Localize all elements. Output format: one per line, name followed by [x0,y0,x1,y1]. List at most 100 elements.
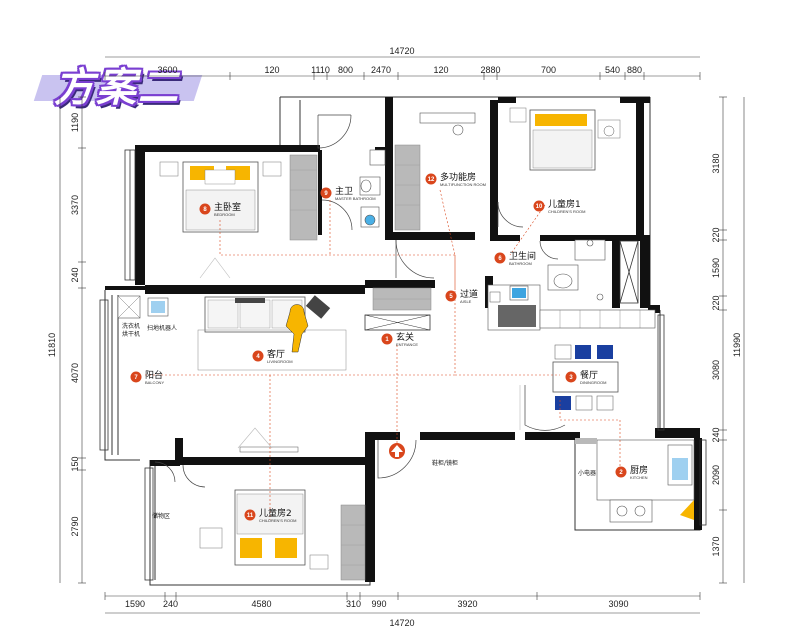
room-name: 阳台 [145,369,163,381]
top-segment-dimension: 3600 [157,65,177,75]
plan-title: 方案二 [54,65,180,111]
washer-label: 洗衣机 [122,322,140,330]
room-number: 10 [536,204,543,210]
room-name-english: MULTIFUNCTION ROOM [440,182,486,187]
right-segment-dimension: 1370 [711,536,721,556]
room-number-marker [615,466,627,478]
left-dimensions [59,96,86,584]
appliance-label: 小电器 [578,469,596,477]
room-number: 1 [385,337,389,343]
room-name-english: KITCHEN [630,475,648,480]
right-segment-dimension: 220 [711,227,721,242]
room-number: 3 [569,375,573,381]
room-name: 儿童房2 [259,507,292,519]
bottom-segment-dimension: 1590 [125,599,145,609]
room-name: 主卫 [335,185,353,197]
right-dimensions [719,96,745,584]
left-segment-dimension: 2790 [70,516,80,536]
room-number-marker [244,509,256,521]
balcony-appliances [117,295,169,319]
room-name-english: CHILDREN'S ROOM [259,518,296,523]
dining-set [552,344,619,411]
view-markers [199,257,521,449]
room-name-english: AISLE [460,299,472,304]
left-segment-dimension: 240 [70,267,80,282]
room-name-english: DININGROOM [580,380,606,385]
room-number-marker [445,290,457,302]
bottom-segment-dimension: 4580 [251,599,271,609]
room-name-english: MASTER BATHROOM [335,196,376,201]
room-name-english: LIVINGROOM [267,359,293,364]
right-segment-dimension: 3080 [711,360,721,380]
right-segment-dimension: 240 [711,427,721,442]
bottom-dimensions [104,592,701,614]
room-name: 过道 [460,288,478,300]
top-segment-dimension: 2880 [480,65,500,75]
top-dimensions [104,56,701,80]
nightstand [262,161,282,177]
living-room-furniture [197,295,347,453]
room-number-marker [381,333,393,345]
top-total-dimension: 14720 [389,46,414,56]
room-name: 多功能房 [440,171,476,183]
left-segment-dimension: 3370 [70,195,80,215]
right-total-dimension: 11990 [732,333,742,357]
dryer-label: 烘干机 [122,330,140,338]
bottom-total-dimension: 14720 [389,618,414,628]
room-number-marker [199,203,211,215]
top-segment-dimension: 120 [433,65,448,75]
multifunction-fixtures [419,112,476,136]
left-segment-dimension: 150 [70,456,80,471]
bathroom-fixtures [547,239,606,301]
entrance-arrow [389,443,405,459]
top-segment-dimension: 1110 [311,65,330,75]
doors [154,114,566,488]
room-number-marker [494,252,506,264]
room-name: 餐厅 [580,369,598,381]
room-name: 厨房 [630,464,648,476]
top-segment-dimension: 2470 [371,65,391,75]
room-name: 主卧室 [214,201,241,213]
left-total-dimension: 11810 [47,333,57,357]
room-name-english: CHILDREN'S ROOM [548,209,585,214]
kitchen-fixtures [575,438,695,523]
room-number: 9 [324,191,328,197]
room-number: 12 [428,177,435,183]
room-number: 7 [134,375,138,381]
right-segment-dimension: 1590 [711,258,721,278]
nightstand [159,161,179,177]
top-segment-dimension: 800 [338,65,353,75]
room-name: 卫生间 [509,250,536,262]
top-segment-dimension: 540 [605,65,620,75]
right-segment-dimension: 2090 [711,465,721,485]
left-segment-dimension: 4070 [70,363,80,383]
top-segment-dimension: 880 [627,65,642,75]
left-segment-dimension: 1190 [70,113,80,132]
room-name-english: BATHROOM [509,261,532,266]
room-number-marker [533,200,545,212]
room-number-marker [252,350,264,362]
room-number: 2 [619,470,623,476]
master-bathroom-fixtures [359,149,386,228]
room-number: 6 [498,256,502,262]
bottom-segment-dimension: 3920 [457,599,477,609]
robot-label: 扫地机器人 [147,324,177,332]
children-bed-2 [199,489,329,570]
shoe-cabinet-label: 鞋柜/镜柜 [432,459,458,467]
right-segment-dimension: 220 [711,295,721,310]
room-name-english: BEDROOM [214,212,235,217]
right-segment-dimension: 3180 [711,153,721,173]
tv-desk [487,284,656,331]
room-number: 11 [247,513,254,519]
